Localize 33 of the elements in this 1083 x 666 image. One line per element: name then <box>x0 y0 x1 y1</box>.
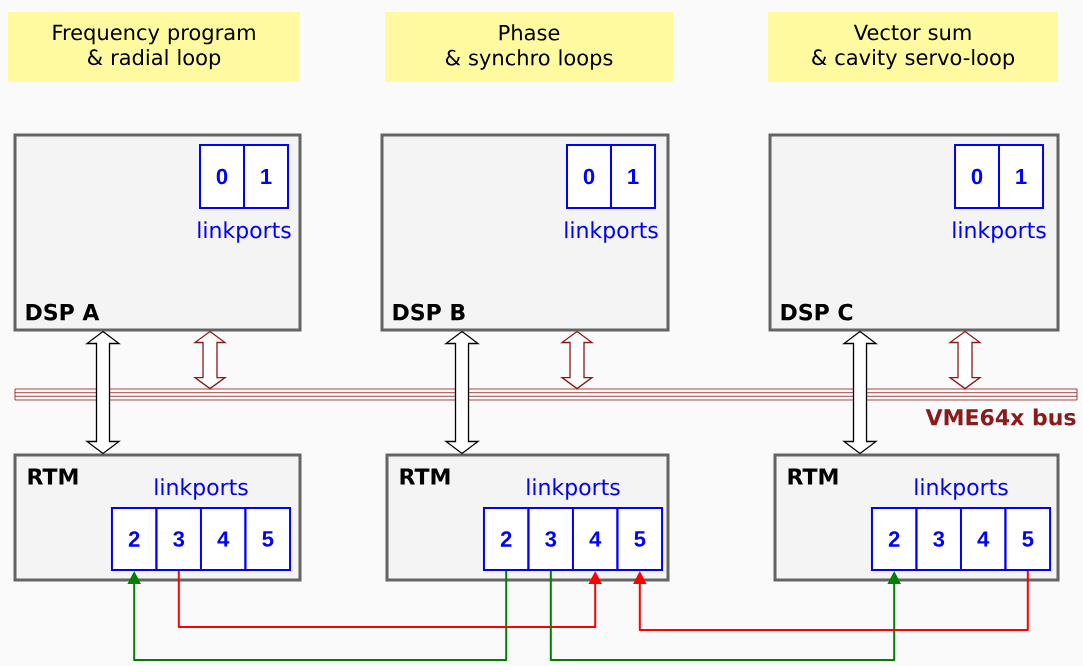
port-cell: 0 <box>566 144 612 209</box>
port-cell: 4 <box>959 507 1007 571</box>
double-arrow <box>85 330 121 455</box>
port-cell: 3 <box>527 507 575 571</box>
double-arrow <box>444 330 480 455</box>
double-arrow <box>842 330 878 455</box>
port-cell: 5 <box>244 507 292 571</box>
heading-band: Vector sum & cavity servo-loop <box>768 12 1058 82</box>
port-cell: 4 <box>199 507 247 571</box>
port-cell: 3 <box>915 507 963 571</box>
double-arrow <box>193 330 227 390</box>
port-cell: 2 <box>110 507 158 571</box>
port-cell: 3 <box>155 507 203 571</box>
port-cell: 0 <box>954 144 1000 209</box>
port-cell: 1 <box>610 144 656 209</box>
double-arrow <box>560 330 594 390</box>
bus-label: VME64x bus <box>925 408 1076 426</box>
double-arrow <box>948 330 982 390</box>
port-cell: 1 <box>998 144 1044 209</box>
port-cell: 5 <box>1004 507 1052 571</box>
port-cell: 2 <box>870 507 918 571</box>
link-arrow <box>177 570 602 628</box>
bus-line <box>14 388 1078 401</box>
port-cell: 2 <box>482 507 530 571</box>
port-cell: 5 <box>616 507 664 571</box>
link-arrow <box>633 570 1029 631</box>
link-arrow <box>549 570 901 661</box>
heading-band: Frequency program & radial loop <box>8 12 300 82</box>
port-cell: 0 <box>199 144 245 209</box>
link-arrow <box>127 570 508 661</box>
heading-band: Phase & synchro loops <box>385 12 673 82</box>
port-cell: 1 <box>243 144 289 209</box>
port-cell: 4 <box>571 507 619 571</box>
